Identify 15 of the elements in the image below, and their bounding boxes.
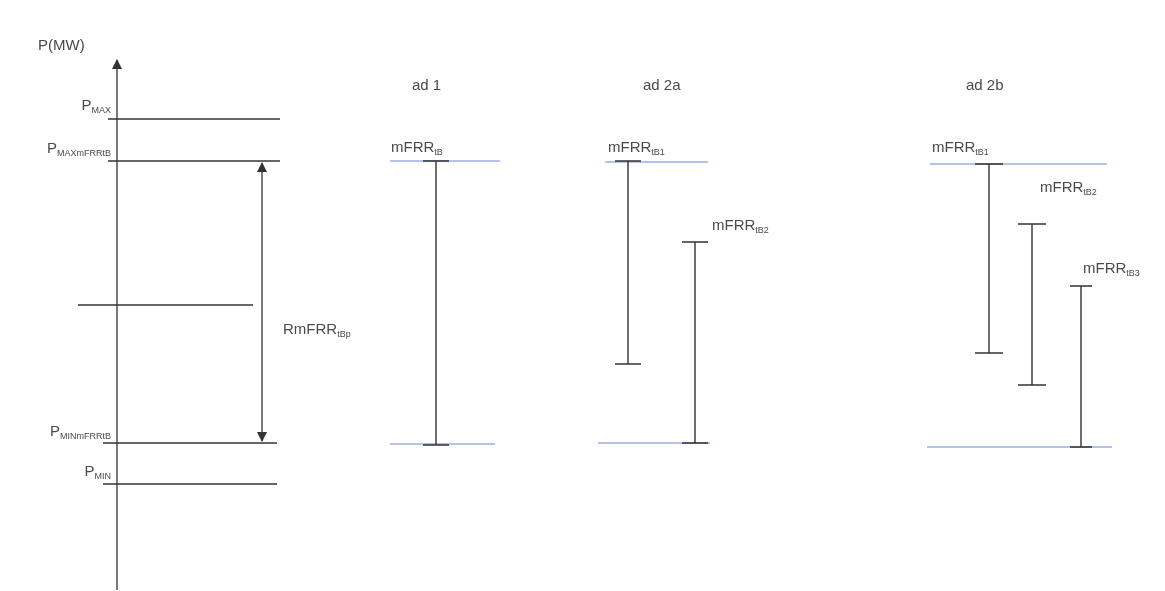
range-label: mFRR$_{tB}$ [391,138,443,159]
level-label: P$_{MINmFRRtB}$ [50,422,111,443]
range-label: mFRR$_{tB1}$ [932,138,989,159]
level-label: P$_{MIN}$ [84,462,111,483]
level-label: P$_{MAX}$ [81,96,111,117]
case-heading: ad 2b [966,76,1004,94]
level-label: P$_{MAXmFRRtB}$ [47,139,111,160]
case-heading: ad 1 [412,76,442,94]
axis-label: P(MW) [38,36,85,54]
range-label: RmFRR$_{tBp}$ [283,320,351,341]
range-label: mFRR$_{tB2}$ [712,216,769,237]
case-heading: ad 2a [643,76,681,94]
range-label: mFRR$_{tB1}$ [608,138,665,159]
range-label: mFRR$_{tB2}$ [1040,178,1097,199]
range-label: mFRR$_{tB3}$ [1083,259,1140,280]
